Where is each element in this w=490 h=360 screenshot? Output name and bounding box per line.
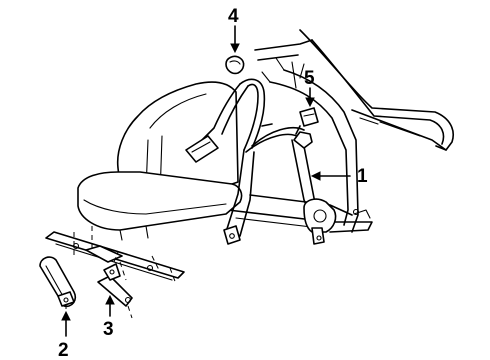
vehicle-body-panel <box>227 29 454 233</box>
retractor-belt-assembly <box>291 131 337 245</box>
lap-belt-anchor <box>223 149 255 245</box>
shoulder-guide-bracket <box>295 107 319 135</box>
callout-number-2: 2 <box>58 340 69 360</box>
callout-number-5: 5 <box>304 68 315 89</box>
latch-plate <box>185 135 219 163</box>
buckle-bracket <box>97 251 133 319</box>
callout-number-3: 3 <box>103 319 114 340</box>
seat-track <box>45 226 185 285</box>
anchor-cover-cap <box>225 55 245 75</box>
shoulder-belt-webbing <box>201 78 305 153</box>
callout-number-4: 4 <box>228 6 239 27</box>
seat-cushion <box>77 171 243 241</box>
buckle-stalk <box>39 256 77 312</box>
callout-number-1: 1 <box>357 166 368 187</box>
callout-leaders <box>61 25 351 337</box>
